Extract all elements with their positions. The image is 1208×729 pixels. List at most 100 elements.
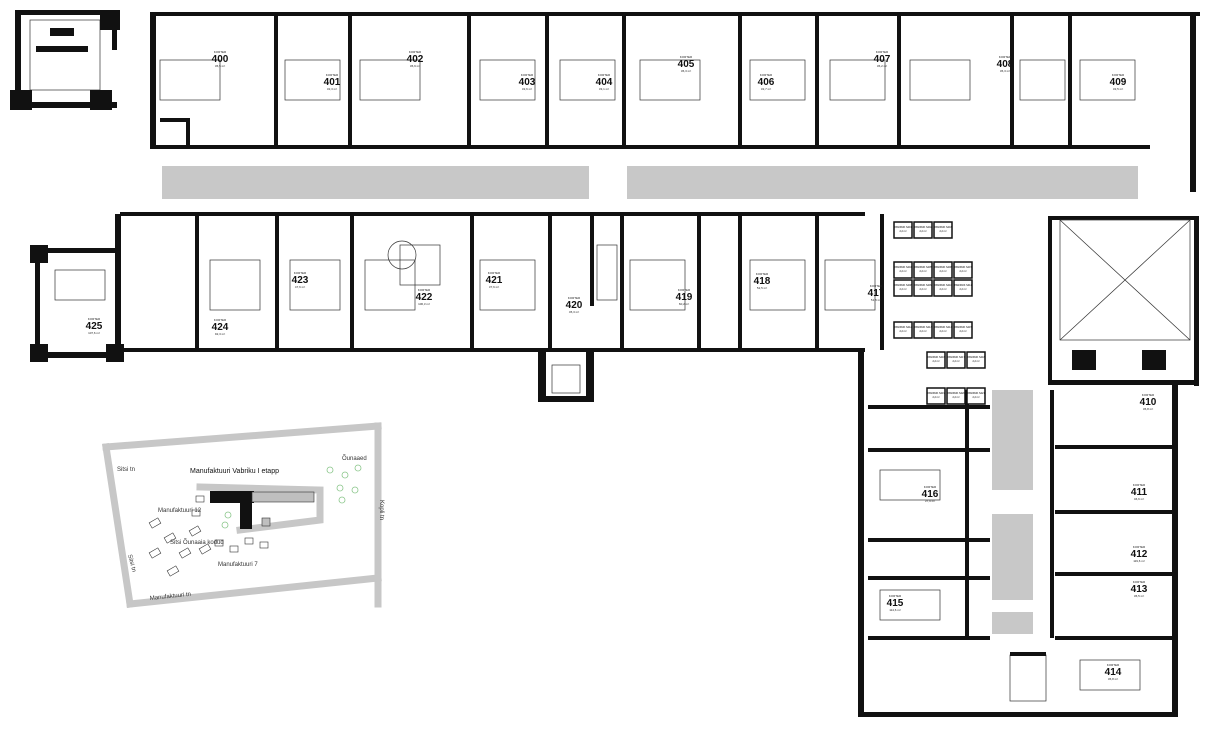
storage-unit[interactable] [893, 261, 913, 279]
storage-label: PANIPAIK S405 [914, 266, 932, 269]
apartment-area: 46,6 m² [1134, 497, 1144, 501]
apartment-area: 36,3 m² [1000, 69, 1010, 73]
storage-unit[interactable] [913, 261, 933, 279]
storage-unit[interactable] [893, 321, 913, 339]
apartment-number: 418 [754, 276, 771, 287]
apartment-korter-label: KORTER [1107, 663, 1120, 667]
storage-label: PANIPAIK S418 [967, 356, 985, 359]
corridor-east-2 [992, 514, 1033, 600]
apartment-number: 421 [486, 275, 503, 286]
storage-unit[interactable] [953, 321, 973, 339]
storage-unit[interactable] [893, 221, 913, 239]
storage-unit[interactable] [926, 351, 946, 369]
apartment-area: 32,5 m² [1113, 87, 1123, 91]
storage-area: 2,2 m² [959, 330, 966, 333]
storage-unit[interactable] [946, 387, 966, 405]
corridor-east-1 [992, 390, 1033, 490]
corridor-upper-left [162, 166, 589, 199]
storage-label: PANIPAIK S415 [954, 326, 972, 329]
apartment-korter-label: KORTER [568, 296, 581, 300]
map-building-vabrik-3 [240, 503, 252, 529]
storage-unit[interactable] [933, 321, 953, 339]
apartment-number: 415 [887, 598, 904, 609]
map-label-manuf-tn: Manufaktuuri tn [150, 592, 192, 602]
map-label-sitsi: Sitsi tn [117, 467, 135, 473]
map-label-sitsi-vert: Sitsi tn [126, 554, 136, 573]
apartment-area: 45,3 m² [569, 310, 579, 314]
storage-area: 2,2 m² [919, 270, 926, 273]
storage-unit[interactable] [953, 279, 973, 297]
storage-unit[interactable] [966, 351, 986, 369]
apartment-korter-label: KORTER [924, 485, 937, 489]
apartment-korter-label: KORTER [1112, 73, 1125, 77]
storage-label: PANIPAIK S419 [927, 392, 945, 395]
storage-unit[interactable] [946, 351, 966, 369]
storage-unit[interactable] [953, 261, 973, 279]
apartment-number: 409 [1110, 77, 1127, 88]
storage-unit[interactable] [893, 279, 913, 297]
storage-area: 2,2 m² [972, 360, 979, 363]
storage-unit[interactable] [926, 387, 946, 405]
storage-area: 2,2 m² [899, 270, 906, 273]
storage-unit[interactable] [933, 221, 953, 239]
apartment-area: 36,8 m² [1143, 407, 1153, 411]
apartment-korter-label: KORTER [418, 288, 431, 292]
apartment-number: 403 [519, 77, 536, 88]
apartment-area: 36,9 m² [410, 64, 420, 68]
storage-area: 2,2 m² [919, 288, 926, 291]
apartment-area: 36,2 m² [877, 64, 887, 68]
apartment-number: 417 [868, 288, 885, 299]
apartment-area: 32,7 m² [761, 87, 771, 91]
storage-unit[interactable] [913, 321, 933, 339]
apartment-korter-label: KORTER [214, 50, 227, 54]
storage-unit[interactable] [966, 387, 986, 405]
storage-area: 2,2 m² [939, 230, 946, 233]
apartment-area: 119,6 m² [1133, 559, 1145, 563]
storage-unit[interactable] [933, 261, 953, 279]
storage-unit[interactable] [913, 279, 933, 297]
apartment-korter-label: KORTER [1142, 393, 1155, 397]
apartment-korter-label: KORTER [1133, 545, 1146, 549]
south-stair [538, 350, 594, 402]
storage-area: 2,2 m² [919, 230, 926, 233]
storage-area: 2,2 m² [899, 288, 906, 291]
apartment-korter-label: KORTER [326, 73, 339, 77]
storage-area: 2,2 m² [932, 360, 939, 363]
storage-unit[interactable] [933, 279, 953, 297]
apartment-area: 32,6 m² [522, 87, 532, 91]
storage-label: PANIPAIK S410 [934, 284, 952, 287]
map-label-oun: Õunaaed [342, 455, 367, 462]
apartment-number: 410 [1140, 397, 1157, 408]
apartment-korter-label: KORTER [598, 73, 611, 77]
corridor-areas [162, 166, 1138, 634]
storage-unit[interactable] [913, 221, 933, 239]
